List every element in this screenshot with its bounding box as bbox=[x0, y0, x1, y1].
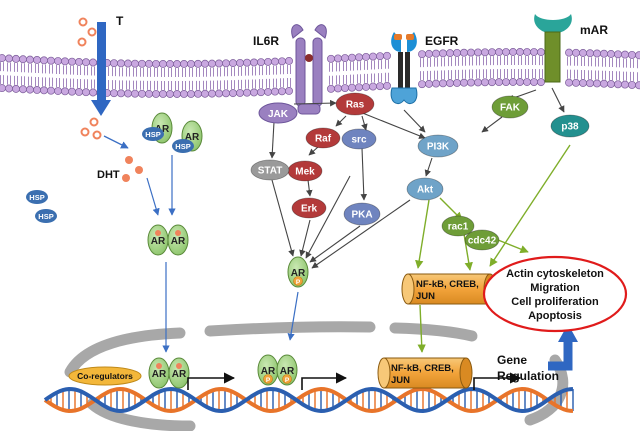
svg-text:HSP: HSP bbox=[38, 212, 53, 221]
dht-molecules bbox=[122, 156, 143, 182]
svg-text:JUN: JUN bbox=[416, 291, 435, 302]
svg-text:HSP: HSP bbox=[145, 130, 160, 139]
testosterone-molecules bbox=[77, 17, 102, 140]
dht-label: DHT bbox=[97, 169, 120, 181]
egfr-receptor-icon bbox=[390, 32, 418, 104]
gene-label: Gene bbox=[497, 353, 527, 367]
svg-text:p38: p38 bbox=[561, 122, 579, 133]
akt-node: Akt bbox=[406, 177, 444, 201]
svg-text:P: P bbox=[296, 279, 301, 286]
egfr-label: EGFR bbox=[425, 34, 459, 48]
svg-text:AR: AR bbox=[172, 369, 187, 380]
svg-text:HSP: HSP bbox=[29, 193, 44, 202]
fak-node: FAK bbox=[491, 95, 529, 119]
testosterone-label: T bbox=[116, 14, 124, 28]
raf-node: Raf bbox=[305, 127, 341, 149]
svg-text:NF-kB, CREB,: NF-kB, CREB, bbox=[416, 279, 479, 290]
svg-text:P: P bbox=[266, 377, 271, 384]
ar-dimer-cyto: AR bbox=[147, 224, 169, 256]
p38-node: p38 bbox=[550, 114, 590, 138]
svg-text:Mek: Mek bbox=[295, 167, 315, 178]
erk-node: Erk bbox=[291, 197, 327, 219]
src-node: src bbox=[341, 128, 377, 150]
ras-node: Ras bbox=[335, 92, 375, 116]
svg-text:PI3K: PI3K bbox=[427, 142, 450, 153]
svg-text:AR: AR bbox=[171, 236, 186, 247]
tf-cylinder-nucleus: NF-kB, CREB, JUN bbox=[377, 357, 473, 389]
svg-text:AR: AR bbox=[261, 366, 276, 377]
svg-text:Raf: Raf bbox=[315, 134, 332, 145]
svg-text:STAT: STAT bbox=[258, 166, 283, 177]
svg-text:PKA: PKA bbox=[351, 210, 372, 221]
il6r-label: IL6R bbox=[253, 34, 279, 48]
regulation-label: Regulation bbox=[497, 369, 559, 383]
svg-text:Co-regulators: Co-regulators bbox=[77, 371, 133, 381]
outcome-1: Migration bbox=[530, 282, 580, 294]
mar-receptor-icon bbox=[534, 14, 572, 83]
svg-text:rac1: rac1 bbox=[448, 222, 469, 233]
transcription-arrows bbox=[187, 372, 522, 390]
svg-text:AR: AR bbox=[291, 268, 306, 279]
ar-dimer-nuclear: AR bbox=[168, 357, 190, 389]
gene-to-outcome-arrow bbox=[548, 324, 578, 371]
outcome-3: Apoptosis bbox=[528, 310, 582, 322]
pi3k-node: PI3K bbox=[417, 134, 459, 158]
coregulators: Co-regulators bbox=[68, 366, 142, 386]
svg-text:HSP: HSP bbox=[175, 142, 190, 151]
svg-text:AR: AR bbox=[155, 124, 170, 135]
svg-text:Erk: Erk bbox=[301, 204, 318, 215]
outcome-2: Cell proliferation bbox=[511, 296, 599, 308]
cellular-outcomes: Actin cytoskeleton Migration Cell prolif… bbox=[482, 255, 628, 333]
rac1-node: rac1 bbox=[441, 215, 475, 237]
svg-text:AR: AR bbox=[280, 366, 295, 377]
tf-cylinder-cytoplasm: NF-kB, CREB, JUN bbox=[401, 273, 497, 305]
ar-phosphorylated-cyto: ARP bbox=[287, 256, 309, 288]
t-entry-arrow bbox=[91, 22, 111, 116]
outcome-0: Actin cytoskeleton bbox=[506, 268, 604, 280]
svg-text:AR: AR bbox=[152, 369, 167, 380]
hsp-free: HSP bbox=[35, 209, 57, 223]
svg-text:Akt: Akt bbox=[417, 185, 434, 196]
hsp-free: HSP bbox=[26, 190, 48, 204]
il6r-receptor-icon bbox=[291, 24, 327, 115]
svg-text:P: P bbox=[285, 377, 290, 384]
svg-text:JUN: JUN bbox=[391, 375, 410, 386]
ar-pathway-arrows bbox=[146, 155, 299, 353]
jak-node: JAK bbox=[258, 102, 298, 124]
svg-text:AR: AR bbox=[151, 236, 166, 247]
dna-helix bbox=[43, 386, 574, 414]
mar-label: mAR bbox=[580, 23, 608, 37]
svg-text:NF-kB, CREB,: NF-kB, CREB, bbox=[391, 363, 454, 374]
ar-dimer-cyto: AR bbox=[167, 224, 189, 256]
svg-text:FAK: FAK bbox=[500, 103, 521, 114]
svg-text:JAK: JAK bbox=[268, 109, 289, 120]
ar-phosphorylated-nuclear: ARP bbox=[276, 354, 298, 386]
cdc42-node: cdc42 bbox=[464, 229, 500, 251]
cell-membrane bbox=[0, 48, 640, 98]
ar-phosphorylated-nuclear: ARP bbox=[257, 354, 279, 386]
mek-node: Mek bbox=[287, 160, 323, 182]
svg-text:cdc42: cdc42 bbox=[468, 236, 497, 247]
hsp-bound: HSP bbox=[142, 127, 164, 141]
svg-text:AR: AR bbox=[185, 132, 200, 143]
svg-text:src: src bbox=[351, 135, 366, 146]
pka-node: PKA bbox=[343, 202, 381, 226]
svg-text:Ras: Ras bbox=[346, 100, 365, 111]
ar-dimer-nuclear: AR bbox=[148, 357, 170, 389]
hsp-bound: HSP bbox=[172, 139, 194, 153]
stat-node: STAT bbox=[250, 159, 290, 181]
t-to-dht-arrow bbox=[103, 135, 129, 149]
